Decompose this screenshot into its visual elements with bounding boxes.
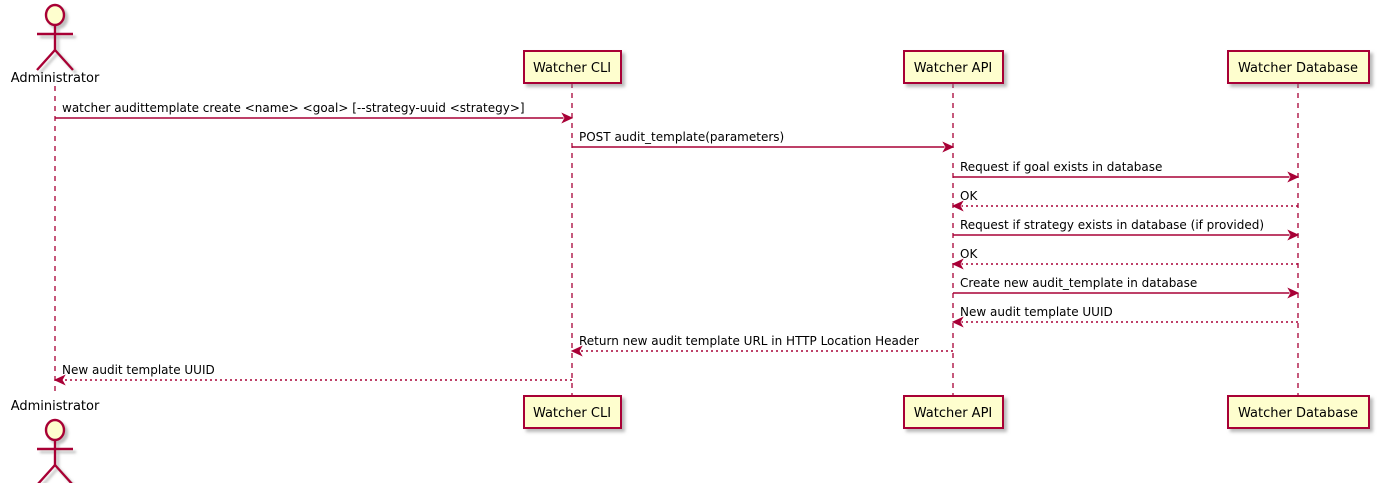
arrowhead-icon: [1287, 171, 1300, 183]
messages-layer: watcher audittemplate create <name> <goa…: [53, 101, 1300, 386]
message-label: New audit template UUID: [960, 305, 1113, 319]
participant-box-watcher-database[interactable]: Watcher Database: [1227, 50, 1370, 84]
participant-box-watcher-cli[interactable]: Watcher CLI: [523, 395, 622, 429]
participant-label-watcher-api: Watcher API: [914, 406, 993, 421]
actor-administrator[interactable]: Administrator: [11, 399, 100, 483]
arrowhead-icon: [1287, 229, 1300, 241]
message-5[interactable]: Request if strategy exists in database (…: [953, 218, 1300, 241]
message-label: Request if goal exists in database: [960, 160, 1162, 174]
arrowhead-icon: [951, 316, 964, 328]
message-8[interactable]: New audit template UUID: [951, 305, 1298, 328]
message-6[interactable]: OK: [951, 247, 1298, 270]
message-2[interactable]: POST audit_template(parameters): [572, 130, 955, 153]
participant-label-watcher-cli: Watcher CLI: [533, 406, 611, 421]
actor-label-administrator: Administrator: [11, 71, 100, 86]
participant-label-watcher-api: Watcher API: [914, 61, 993, 76]
participant-box-watcher-api[interactable]: Watcher API: [903, 50, 1004, 84]
actor-figure-icon: [36, 3, 74, 71]
message-label: Return new audit template URL in HTTP Lo…: [579, 334, 919, 348]
message-4[interactable]: OK: [951, 189, 1298, 212]
arrowhead-icon: [1287, 287, 1300, 299]
participant-box-watcher-cli[interactable]: Watcher CLI: [523, 50, 622, 84]
message-label: OK: [960, 247, 978, 261]
participant-label-watcher-database: Watcher Database: [1238, 406, 1358, 421]
arrowhead-icon: [561, 112, 574, 124]
message-10[interactable]: New audit template UUID: [53, 363, 572, 386]
arrowhead-icon: [951, 258, 964, 270]
message-9[interactable]: Return new audit template URL in HTTP Lo…: [570, 334, 953, 357]
message-1[interactable]: watcher audittemplate create <name> <goa…: [55, 101, 574, 124]
message-label: watcher audittemplate create <name> <goa…: [62, 101, 525, 115]
actor-label-administrator: Administrator: [11, 399, 100, 414]
participant-label-watcher-database: Watcher Database: [1238, 61, 1358, 76]
message-3[interactable]: Request if goal exists in database: [953, 160, 1300, 183]
lifelines-layer: [54, 83, 1299, 396]
arrowhead-icon: [53, 374, 66, 386]
participant-box-watcher-api[interactable]: Watcher API: [903, 395, 1004, 429]
arrowhead-icon: [951, 200, 964, 212]
message-label: New audit template UUID: [62, 363, 215, 377]
message-label: Request if strategy exists in database (…: [960, 218, 1264, 232]
message-label: POST audit_template(parameters): [579, 130, 784, 144]
participant-box-watcher-database[interactable]: Watcher Database: [1227, 395, 1370, 429]
participant-label-watcher-cli: Watcher CLI: [533, 61, 611, 76]
actor-figure-icon: [37, 418, 73, 483]
arrowhead-icon: [570, 345, 583, 357]
message-label: OK: [960, 189, 978, 203]
arrowhead-icon: [942, 141, 955, 153]
actor-administrator[interactable]: Administrator: [11, 3, 100, 86]
message-label: Create new audit_template in database: [960, 276, 1197, 290]
message-7[interactable]: Create new audit_template in database: [953, 276, 1300, 299]
